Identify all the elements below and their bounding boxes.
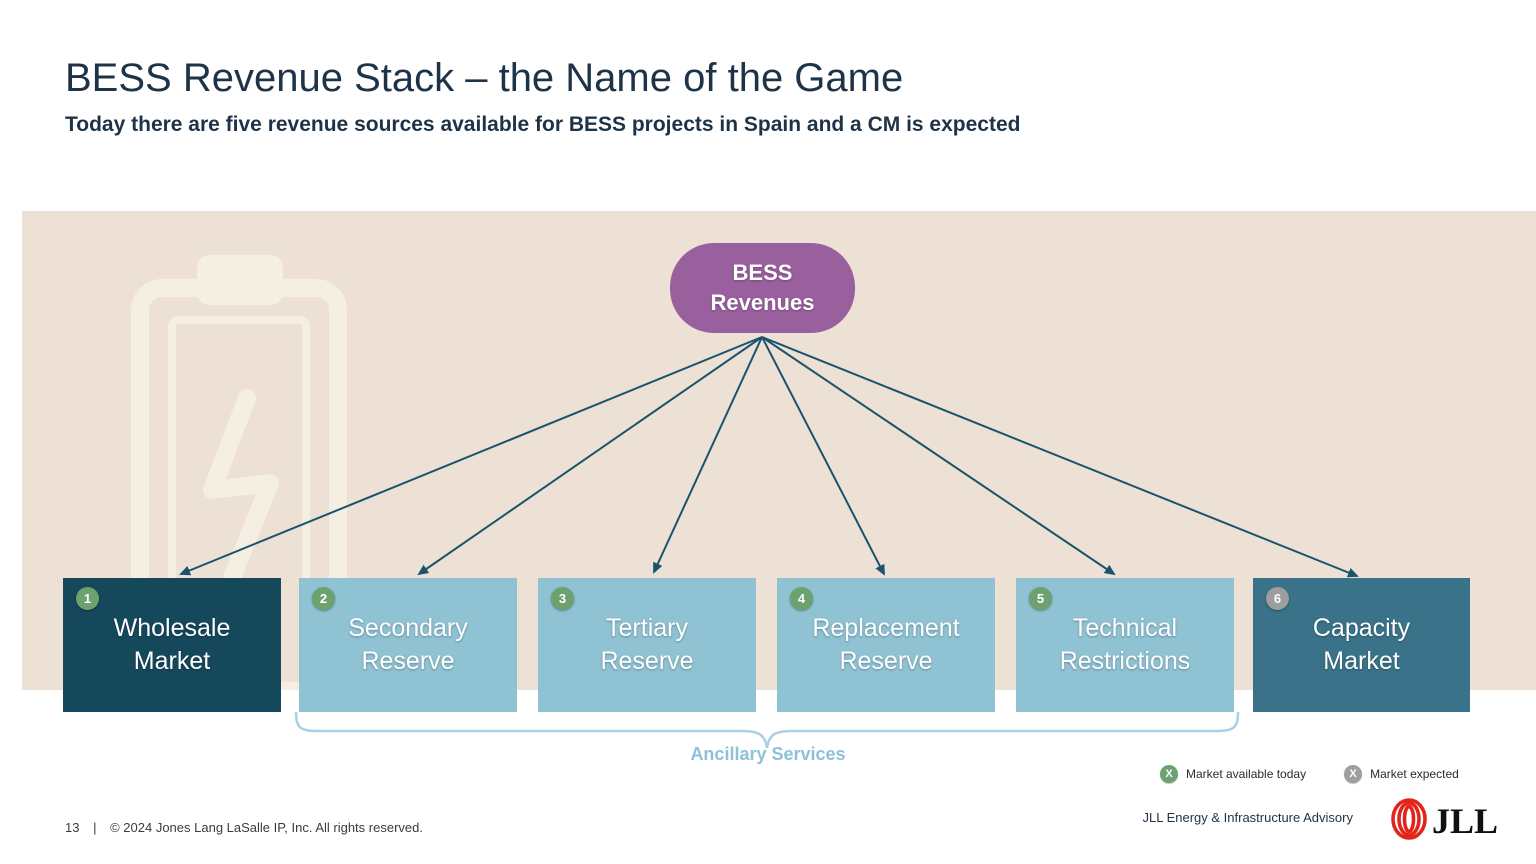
node-capacity-market: 6 Capacity Market: [1253, 578, 1470, 712]
node-label: Capacity Market: [1312, 614, 1411, 675]
jll-logo: JLL: [1391, 798, 1498, 841]
page-number: 13: [65, 820, 80, 835]
node-secondary-reserve: 2 Secondary Reserve: [299, 578, 517, 712]
node-label: Replacement Reserve: [812, 614, 960, 675]
node-label: Wholesale Market: [113, 614, 231, 675]
bess-revenues-line1: BESS: [732, 260, 793, 286]
bess-revenues-line2: Revenues: [710, 290, 815, 315]
footer-separator: |: [93, 820, 97, 835]
node-label: Tertiary Reserve: [600, 614, 694, 675]
node-technical-restrictions: 5 Technical Restrictions: [1016, 578, 1234, 712]
market-available-icon: X: [1160, 765, 1178, 783]
status-badge: 3: [551, 587, 574, 610]
market-expected-icon: X: [1344, 765, 1363, 783]
legend-item-available: X Market available today: [1160, 765, 1306, 783]
node-label: Technical Restrictions: [1059, 614, 1191, 675]
node-label: Secondary Reserve: [348, 614, 468, 675]
node-wholesale-market: 1 Wholesale Market: [63, 578, 281, 712]
node-tertiary-reserve: 3 Tertiary Reserve: [538, 578, 756, 712]
legend-item-expected: X Market expected: [1344, 765, 1459, 783]
footer-copyright: 13 | © 2024 Jones Lang LaSalle IP, Inc. …: [65, 820, 423, 835]
legend-label-available: Market available today: [1186, 767, 1307, 781]
copyright-text: © 2024 Jones Lang LaSalle IP, Inc. All r…: [110, 820, 423, 835]
status-badge: 4: [790, 587, 813, 610]
node-replacement-reserve: 4 Replacement Reserve: [777, 578, 995, 712]
jll-logo-text: JLL: [1432, 801, 1498, 841]
status-badge: 2: [312, 587, 335, 610]
status-badge: 6: [1266, 587, 1289, 610]
status-badge: 1: [76, 587, 99, 610]
page-subtitle: Today there are five revenue sources ava…: [65, 113, 1021, 136]
ancillary-services-label: Ancillary Services: [690, 744, 846, 764]
status-badge: 5: [1029, 587, 1052, 610]
legend: X Market available today X Market expect…: [1160, 765, 1459, 783]
page-title: BESS Revenue Stack – the Name of the Gam…: [65, 56, 904, 100]
footer-division: JLL Energy & Infrastructure Advisory: [1142, 810, 1353, 825]
legend-label-expected: Market expected: [1370, 767, 1459, 781]
bess-revenues-node: BESS Revenues: [670, 243, 855, 333]
